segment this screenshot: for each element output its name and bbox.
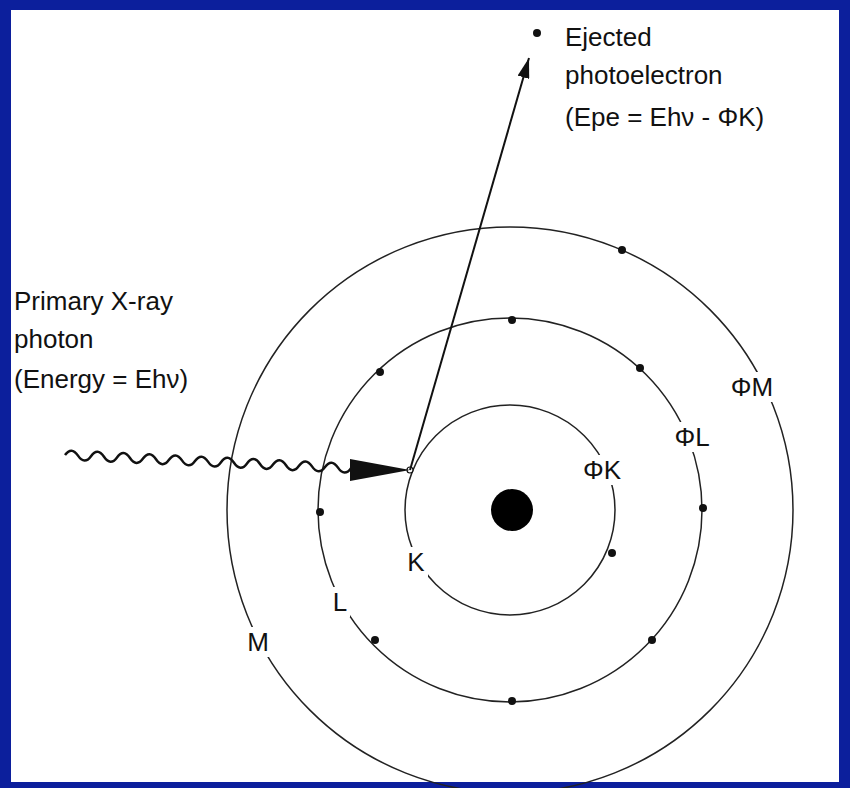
shell-label: M [244, 627, 272, 657]
electron [508, 697, 516, 705]
k-shell [405, 405, 615, 615]
caption-label: (Epe = Ehν - ΦK) [565, 98, 764, 136]
electron [699, 504, 707, 512]
shell-label: ΦK [580, 455, 624, 485]
photoelectron-arrow [410, 58, 529, 470]
caption-label: Primary X-ray photon [14, 282, 214, 358]
electron [376, 368, 384, 376]
l-shell [318, 318, 702, 702]
shell-label: ΦL [671, 422, 712, 452]
shell-label: K [404, 547, 427, 577]
electron [508, 316, 516, 324]
electron [371, 636, 379, 644]
electron [636, 364, 644, 372]
photon-arrowhead [350, 459, 410, 481]
photon-wave [65, 451, 351, 473]
electron [618, 246, 626, 254]
shell-label: L [330, 587, 350, 617]
m-shell [227, 227, 793, 788]
ejected-electron [533, 29, 541, 37]
electron [316, 508, 324, 516]
white-ground [11, 10, 839, 782]
caption-label: (Energy = Ehν) [14, 360, 188, 398]
electron [648, 636, 656, 644]
shell-label: ΦM [728, 372, 776, 402]
caption-label: Ejected photoelectron [565, 18, 765, 94]
nucleus [491, 489, 533, 531]
electron [608, 549, 616, 557]
